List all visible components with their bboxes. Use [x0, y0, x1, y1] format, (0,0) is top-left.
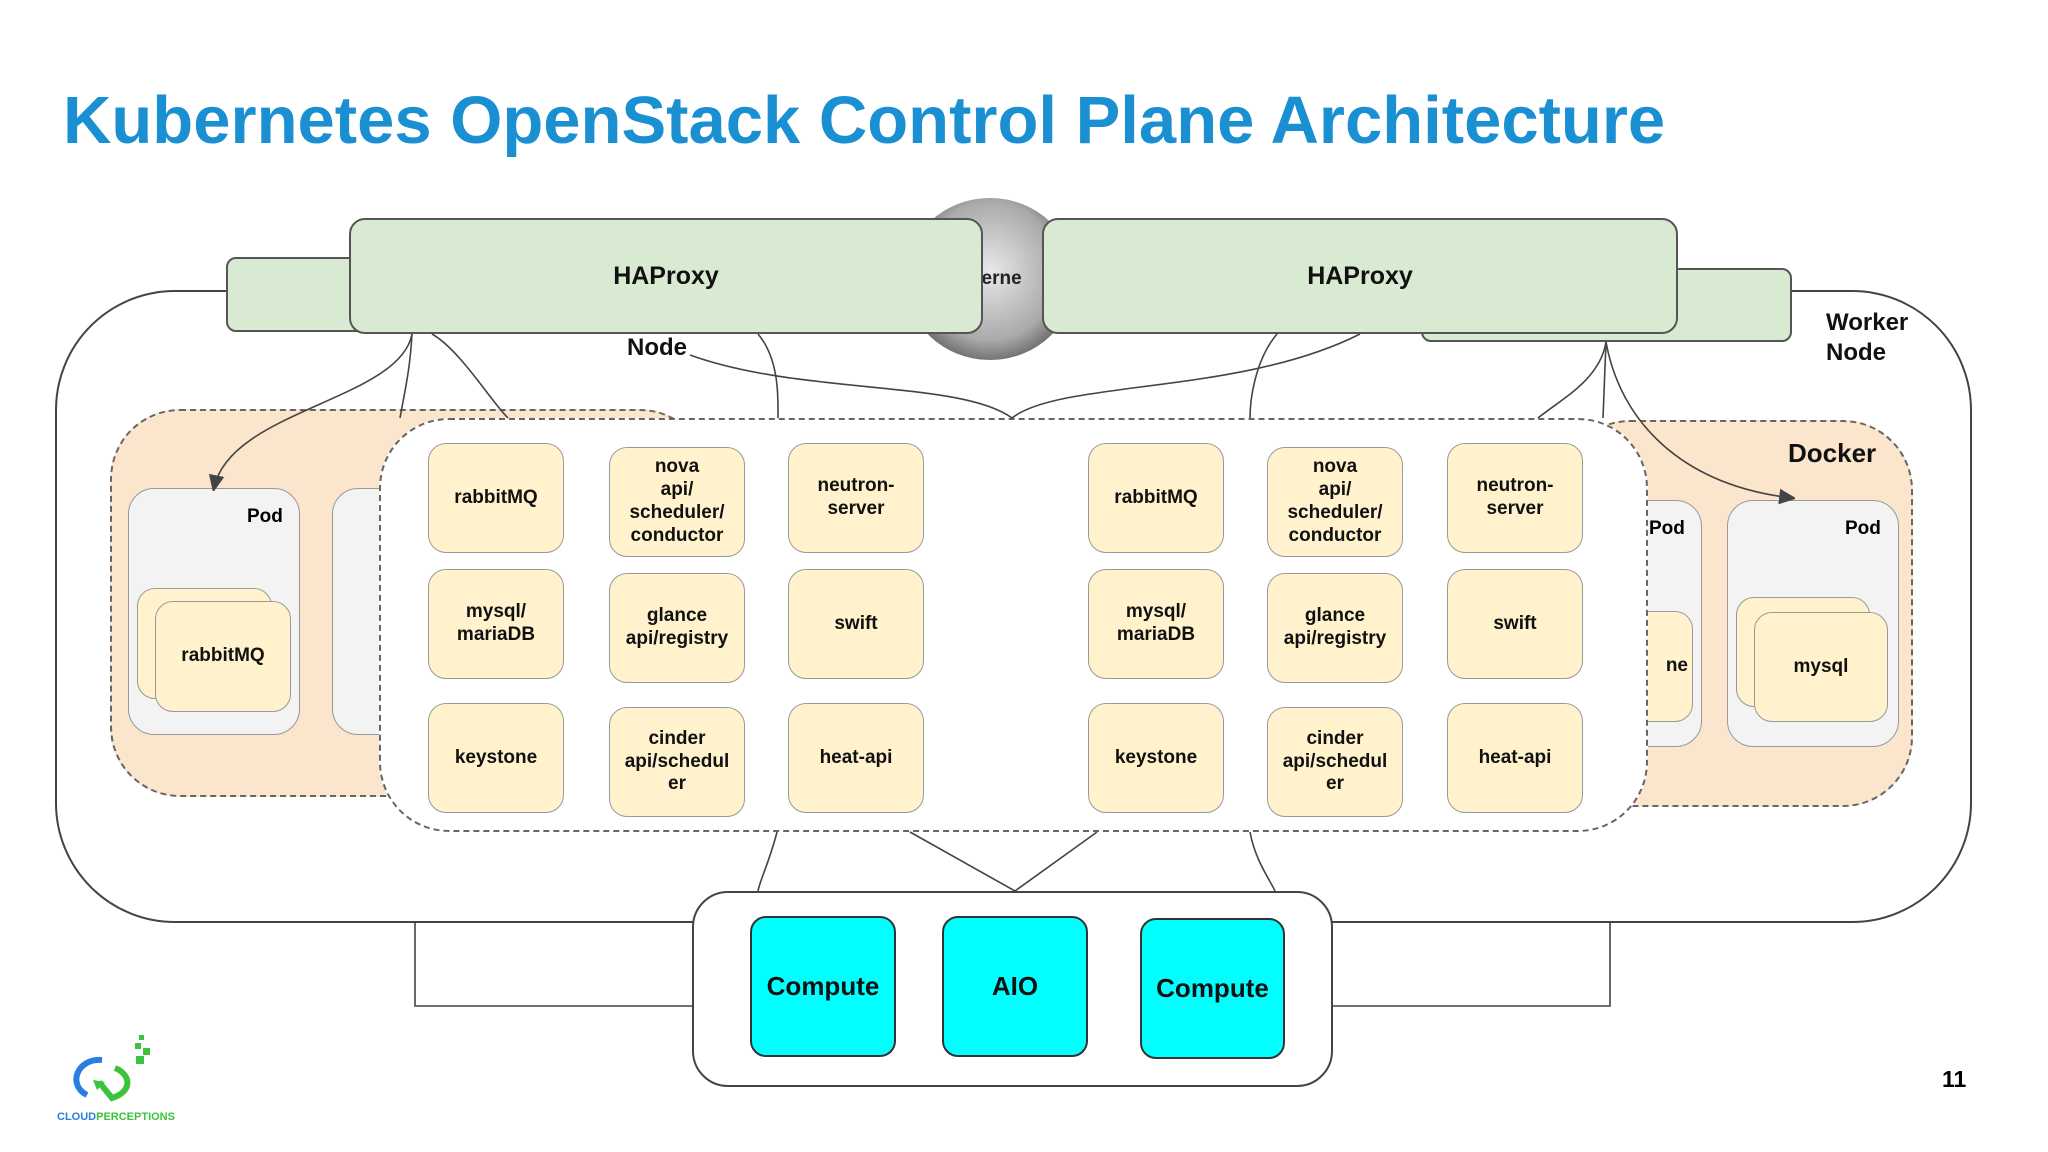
service-card: glance api/registry	[1267, 573, 1403, 683]
slide-title: Kubernetes OpenStack Control Plane Archi…	[63, 83, 1666, 158]
bracket-left	[414, 923, 692, 1007]
service-card: swift	[1447, 569, 1583, 679]
service-card: nova api/ scheduler/ conductor	[609, 447, 745, 557]
link-bottom-2	[909, 831, 1098, 892]
aio-node: AIO	[942, 916, 1088, 1057]
compute-node-2: Compute	[1140, 918, 1285, 1059]
haproxy-left: HAProxy	[349, 218, 983, 334]
link-node-center	[689, 333, 1361, 420]
link-haproxy-right-1	[1249, 333, 1278, 419]
aio-label: AIO	[991, 971, 1039, 1001]
link-bottom-1	[757, 831, 778, 892]
link-haproxy-left-1	[399, 333, 413, 419]
service-card: mysql/ mariaDB	[428, 569, 564, 679]
rabbitmq-label: rabbitMQ	[181, 645, 265, 667]
logo-text-cloud: CLOUD	[57, 1111, 97, 1123]
compute-node-1: Compute	[750, 916, 896, 1057]
pod-right-partial-label: Pod	[1649, 518, 1685, 539]
service-card: neutron- server	[788, 443, 924, 553]
logo-icon	[73, 1035, 150, 1102]
mysql-label: mysql	[1793, 655, 1849, 677]
compute-label: Compute	[766, 971, 880, 1001]
docker-label: Docker	[1788, 438, 1877, 468]
link-haproxy-pod-right	[1605, 341, 1792, 498]
service-card: neutron- server	[1447, 443, 1583, 553]
link-bottom-3	[1249, 831, 1276, 892]
worker-node-label: Worker Node	[1826, 309, 1909, 366]
service-card: rabbitMQ	[428, 443, 564, 553]
mysql-container: mysql	[1754, 612, 1888, 722]
link-haproxy-pod-left	[214, 333, 413, 488]
service-card: heat-api	[1447, 703, 1583, 813]
service-card: cinder api/schedul er	[609, 707, 745, 817]
partial-service-label: ne	[1665, 655, 1688, 677]
service-card: glance api/registry	[609, 573, 745, 683]
service-card: nova api/ scheduler/ conductor	[1267, 447, 1403, 557]
service-card: swift	[788, 569, 924, 679]
link-haproxy-right-3	[1602, 341, 1607, 419]
service-card: keystone	[1088, 703, 1224, 813]
service-card: rabbitMQ	[1088, 443, 1224, 553]
link-haproxy-right-2	[1537, 341, 1607, 419]
haproxy-right-label: HAProxy	[1307, 261, 1413, 290]
service-card: keystone	[428, 703, 564, 813]
haproxy-right: HAProxy	[1042, 218, 1678, 334]
service-card: cinder api/schedul er	[1267, 707, 1403, 817]
service-card: heat-api	[788, 703, 924, 813]
page-number: 11	[1942, 1066, 1967, 1092]
bracket-right	[1333, 923, 1611, 1007]
pod-left-label: Pod	[247, 506, 283, 527]
link-haproxy-left-3	[757, 333, 779, 419]
link-haproxy-left-2	[431, 333, 509, 419]
haproxy-left-label: HAProxy	[613, 261, 719, 290]
pod-right-label: Pod	[1845, 518, 1881, 539]
service-card: mysql/ mariaDB	[1088, 569, 1224, 679]
compute-label: Compute	[1156, 973, 1269, 1003]
rabbitmq-container: rabbitMQ	[155, 601, 291, 712]
cloudperceptions-logo: CLOUDPERCEPTIONS	[57, 1030, 187, 1130]
master-node-label: Node	[627, 334, 687, 361]
logo-text-perceptions: PERCEPTIONS	[96, 1111, 175, 1123]
control-plane-area	[379, 418, 1648, 832]
